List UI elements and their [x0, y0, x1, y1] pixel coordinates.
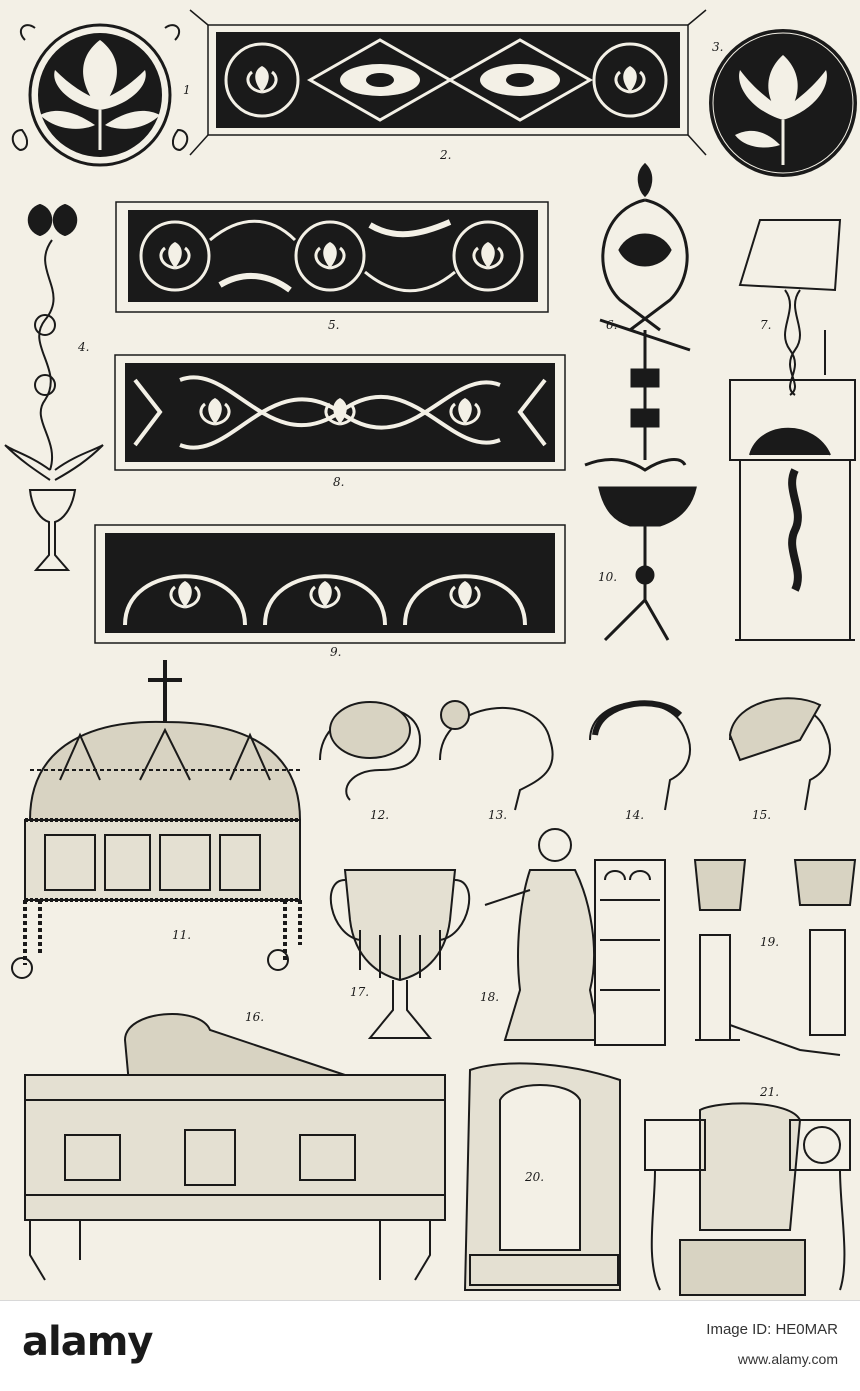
brand-logo[interactable]: alamy	[22, 1319, 153, 1365]
border-panel-2	[189, 9, 707, 156]
figure-label-12: 12.	[370, 808, 390, 822]
figure-label-2: 2.	[440, 148, 452, 162]
engraving-plate: 1 2. 3. 4. 5. 6. 7. 8. 9. 10. 11. 12. 13…	[0, 0, 860, 1300]
figure-label-16: 16.	[245, 1010, 265, 1024]
figure-label-20: 20.	[525, 1170, 545, 1184]
throne-20	[463, 1062, 621, 1291]
figure-label-13: 13.	[488, 808, 508, 822]
figure-label-6: 6.	[606, 318, 618, 332]
border-panel-5	[115, 201, 549, 313]
figure-label-5: 5.	[328, 318, 340, 332]
border-panel-8	[114, 354, 566, 471]
casket-16	[24, 1013, 446, 1281]
plate-artwork	[4, 9, 857, 1296]
throne-21	[644, 1102, 851, 1296]
figure-label-19: 19.	[760, 935, 780, 949]
figure-label-21: 21.	[760, 1085, 780, 1099]
ornament-6-10	[584, 162, 697, 642]
figure-label-10: 10.	[598, 570, 618, 584]
figure-label-1: 1	[183, 83, 191, 97]
figure-label-7: 7.	[760, 318, 772, 332]
figure-label-8: 8.	[333, 475, 345, 489]
heads-12-15	[319, 697, 831, 811]
image-id-label: Image ID: HE0MAR	[706, 1321, 838, 1338]
seated-figure-18	[484, 828, 666, 1046]
columns-19	[693, 859, 857, 1056]
medallion-1	[11, 23, 189, 167]
medallion-3	[709, 29, 857, 177]
crown-11	[11, 660, 302, 979]
border-panel-9	[94, 524, 566, 644]
figure-label-15: 15.	[752, 808, 772, 822]
vase-scroll-4	[4, 203, 104, 571]
figure-label-3: 3.	[712, 40, 724, 54]
site-url-link[interactable]: www.alamy.com	[737, 1351, 838, 1367]
figure-label-18: 18.	[480, 990, 500, 1004]
figure-label-14: 14.	[625, 808, 645, 822]
figure-label-11: 11.	[172, 928, 192, 942]
figure-label-9: 9.	[330, 645, 342, 659]
figure-label-4: 4.	[78, 340, 90, 354]
lectern-7	[729, 219, 856, 641]
figure-label-17: 17.	[350, 985, 370, 999]
stock-footer-bar: alamy Image ID: HE0MAR www.alamy.com	[0, 1300, 860, 1391]
cup-17	[329, 869, 471, 1039]
